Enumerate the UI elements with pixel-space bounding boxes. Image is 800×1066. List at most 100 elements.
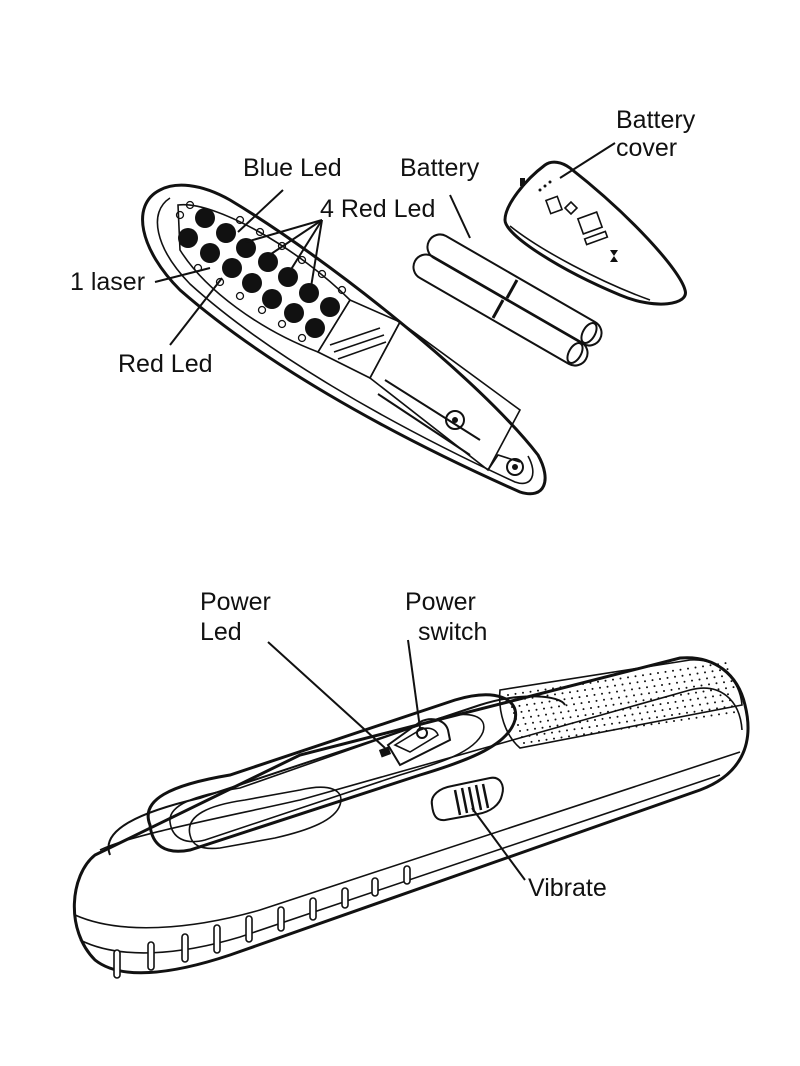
grille-dot xyxy=(594,719,596,721)
grille-dot xyxy=(706,677,708,680)
grille-dot xyxy=(579,721,581,724)
grille-dot xyxy=(693,710,696,713)
grille-dot xyxy=(544,688,547,691)
grille-dot xyxy=(718,713,720,716)
label-battery-cover-line2: cover xyxy=(616,134,677,162)
grille-dot xyxy=(534,727,536,730)
grille-dot xyxy=(524,722,527,725)
grille-dot xyxy=(683,680,686,683)
grille-dot xyxy=(700,684,703,687)
grille-dot xyxy=(593,693,596,696)
grille-dot xyxy=(652,704,654,707)
grille-dot xyxy=(548,700,551,703)
grille-dot xyxy=(635,725,638,728)
top-leader-lines xyxy=(154,142,616,346)
grille-dot xyxy=(521,736,523,738)
grille-dot xyxy=(522,691,524,694)
grille-dot xyxy=(537,714,540,717)
grille-dot xyxy=(601,717,604,720)
grille-dot xyxy=(626,720,628,723)
grille-dot xyxy=(568,735,570,738)
grille-dot xyxy=(657,672,659,674)
grille-dot xyxy=(648,692,650,695)
grille-dot xyxy=(710,714,713,717)
grille-dot xyxy=(569,716,572,719)
grille-dot xyxy=(691,704,694,707)
label-power-switch-line1: Power xyxy=(405,588,476,616)
grille-dot xyxy=(650,698,652,701)
grille-dot xyxy=(636,681,639,684)
grille-dot xyxy=(723,706,726,709)
grille-dot xyxy=(523,742,525,744)
grille-dot xyxy=(665,721,668,724)
battery-cell-2 xyxy=(412,253,589,367)
grille-dot xyxy=(562,717,564,720)
grille-dot xyxy=(701,709,703,712)
grille-dot xyxy=(693,685,695,688)
grille-dot xyxy=(633,694,635,697)
grille-dot xyxy=(695,691,697,694)
grille-dot xyxy=(514,692,517,695)
grille-dot xyxy=(717,688,720,691)
grille-dot xyxy=(614,709,617,712)
grille-dot xyxy=(689,673,691,676)
grille-dot xyxy=(622,708,624,711)
grille-dot xyxy=(588,726,591,729)
grille-dot xyxy=(582,683,584,685)
grille-dot xyxy=(576,690,579,693)
grille-dot xyxy=(573,703,575,706)
grille-dot xyxy=(654,710,656,713)
batteries xyxy=(412,233,603,367)
grille-dot xyxy=(732,686,735,689)
grille-dot xyxy=(558,705,560,708)
grille-dot xyxy=(563,698,566,701)
grille-dot xyxy=(537,689,539,692)
grille-dot xyxy=(536,733,538,736)
grille-dot xyxy=(513,712,515,714)
grille-dot xyxy=(682,699,684,702)
grille-dot xyxy=(620,702,622,705)
grille-dot xyxy=(598,731,600,733)
grille-dot xyxy=(711,670,714,673)
grille-dot xyxy=(672,669,674,672)
grille-dot xyxy=(633,719,636,722)
grille-dot xyxy=(556,724,559,727)
grille-dot xyxy=(649,673,652,676)
labels: Battery cover Blue Led Battery 4 Red Led… xyxy=(70,106,696,902)
grille-dot xyxy=(592,713,594,715)
grille-dot xyxy=(621,683,624,686)
grille-dot xyxy=(608,691,611,694)
grille-dot xyxy=(644,705,647,708)
led-panel xyxy=(175,200,352,353)
label-power-led-line1: Power xyxy=(200,588,271,616)
comb-front-body xyxy=(72,656,750,975)
label-vibrate: Vibrate xyxy=(528,874,607,902)
grille-dot xyxy=(612,678,614,681)
battery-cover xyxy=(503,160,687,306)
label-one-laser: 1 laser xyxy=(70,268,145,296)
grille-dot xyxy=(640,693,643,696)
grille-dot xyxy=(604,679,607,682)
grille-dot xyxy=(574,684,577,687)
grille-dot xyxy=(631,713,634,716)
grille-dot xyxy=(713,676,716,679)
grille-dot xyxy=(726,668,729,671)
grille-dot xyxy=(590,707,592,709)
grille-dot xyxy=(559,686,562,689)
grille-dot xyxy=(531,696,534,699)
grille-dot xyxy=(650,723,653,726)
grille-dot xyxy=(554,718,557,721)
grille-dot xyxy=(589,681,592,684)
grille-dot xyxy=(618,696,620,699)
grille-dot xyxy=(526,728,529,731)
grille-dot xyxy=(686,711,688,714)
grille-dot xyxy=(605,704,607,707)
grille-dot xyxy=(528,734,531,737)
grille-dot xyxy=(729,699,731,702)
grille-dot xyxy=(581,727,583,730)
grille-dot xyxy=(524,697,526,700)
grille-dot xyxy=(679,668,682,671)
grille-dot xyxy=(684,705,686,708)
grille-dot xyxy=(688,717,690,720)
comb-back-body xyxy=(141,183,547,496)
